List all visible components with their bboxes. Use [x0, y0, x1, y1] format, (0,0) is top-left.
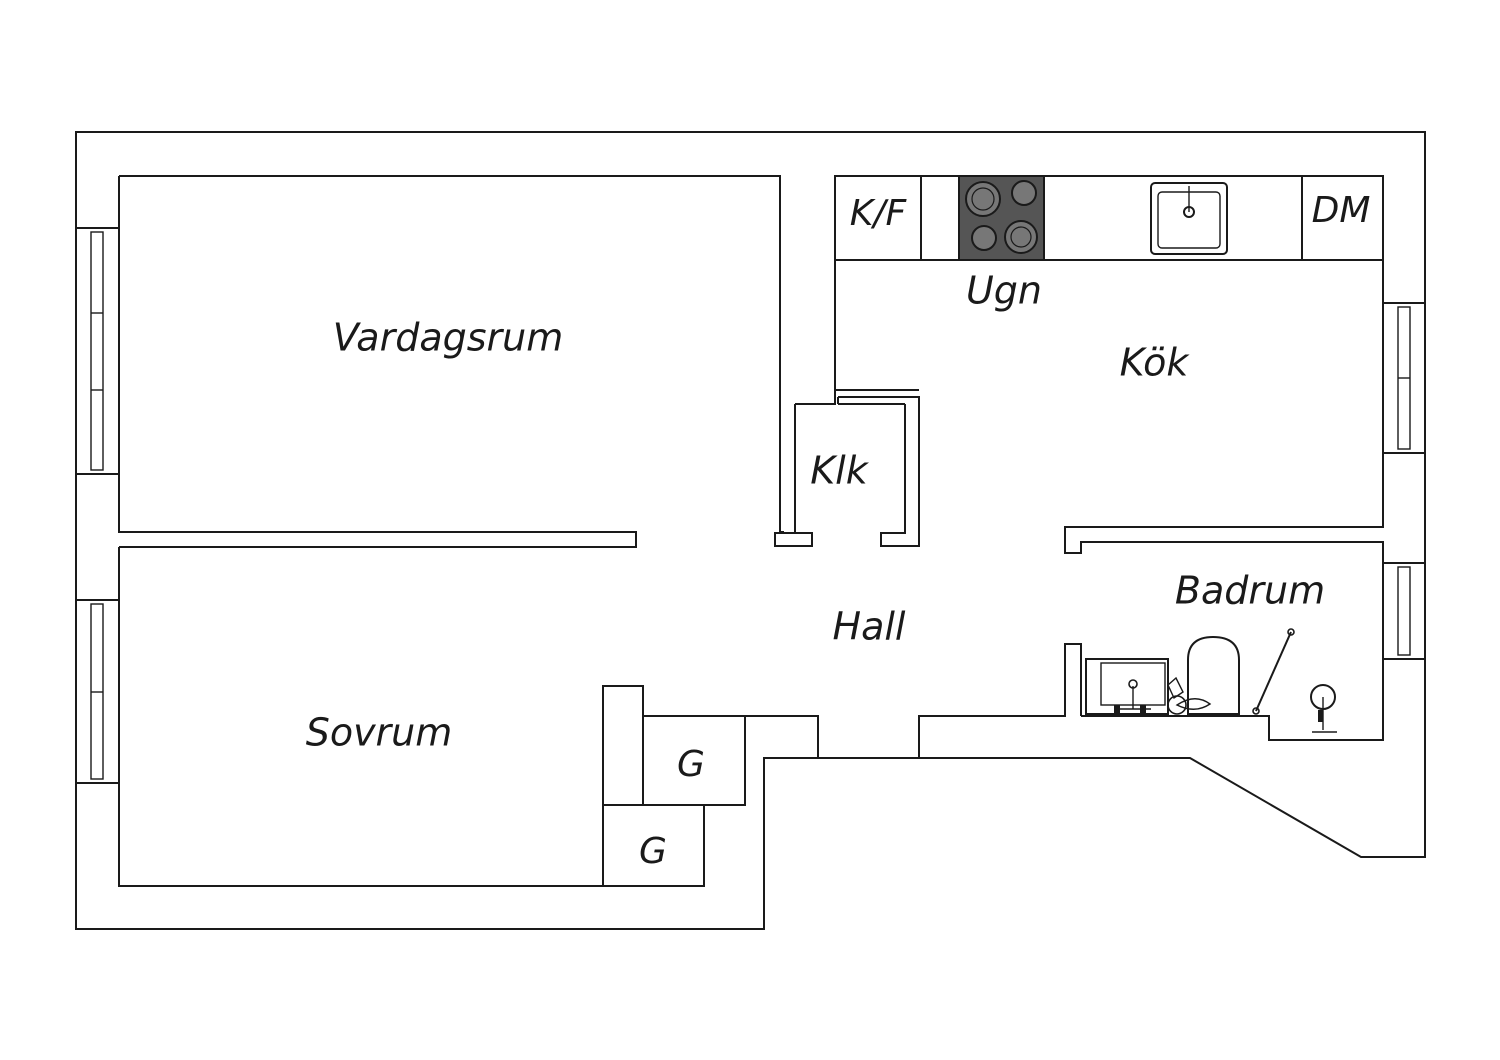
outer-wall [75, 131, 1426, 930]
label-closet: Klk [810, 449, 869, 493]
window-bathroom [1382, 562, 1426, 660]
bathroom-sink-icon [1085, 658, 1169, 715]
label-bedroom: Sovrum [306, 711, 453, 755]
label-fridge-freezer: K/F [850, 193, 908, 234]
window-kitchen [1382, 302, 1426, 454]
window-living-room [75, 227, 120, 475]
toilet-icon [1167, 635, 1240, 715]
kitchen-counter [834, 175, 1384, 261]
kitchen-sink-icon [1150, 182, 1228, 255]
stove-icon [958, 175, 1045, 261]
closet-walls [774, 389, 920, 547]
wall-stub-living [779, 530, 784, 533]
label-bathroom: Badrum [1175, 569, 1325, 613]
label-hall: Hall [833, 605, 906, 649]
label-wardrobe-2: G [639, 831, 667, 872]
label-living-room: Vardagsrum [333, 316, 564, 360]
living-room-walls [118, 175, 781, 548]
label-kitchen: Kök [1120, 341, 1191, 385]
window-bedroom [75, 599, 120, 784]
hall-wall-bottom [918, 643, 1082, 757]
label-wardrobe-1: G [677, 744, 705, 785]
label-dishwasher: DM [1312, 190, 1371, 231]
label-oven: Ugn [966, 269, 1042, 313]
wardrobe-block [602, 715, 819, 887]
shower-icon [1252, 628, 1337, 733]
bedroom-walls [118, 547, 644, 887]
